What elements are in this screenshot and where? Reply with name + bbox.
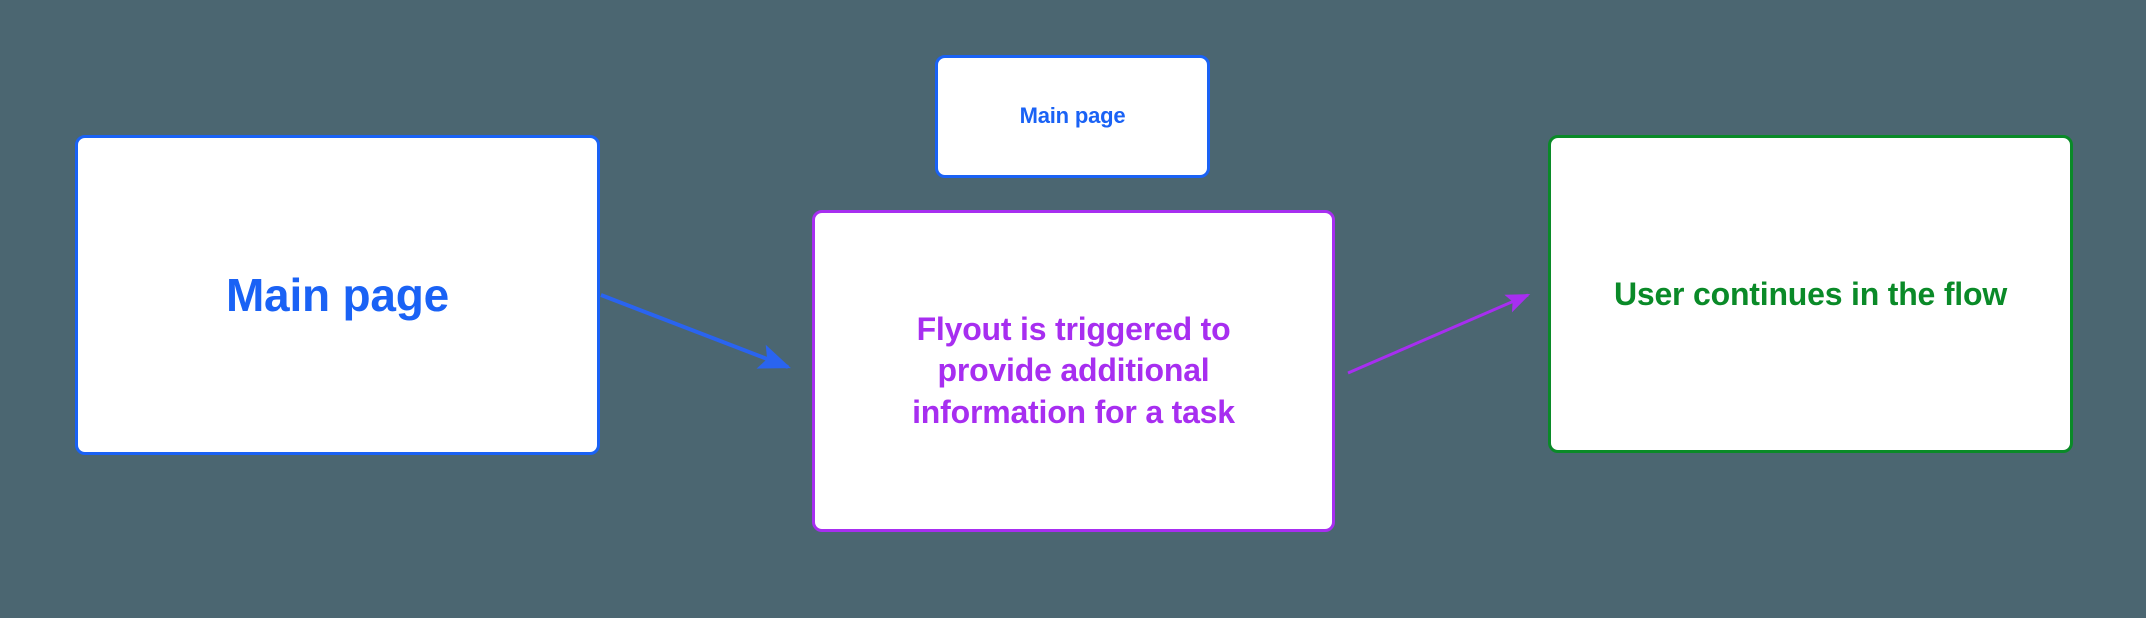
- node-main-page-large-label: Main page: [225, 268, 450, 321]
- node-main-page-large[interactable]: Main page: [75, 135, 600, 455]
- node-main-page-small-label: Main page: [1019, 103, 1126, 129]
- node-user-continues[interactable]: User continues in the flow: [1548, 135, 2073, 453]
- node-main-page-small[interactable]: Main page: [935, 55, 1210, 178]
- arrow-flyout-to-user-continues: [1347, 293, 1531, 375]
- arrow-main-page-to-flyout: [600, 293, 791, 369]
- node-flyout-label: Flyout is triggered to provide additiona…: [912, 310, 1235, 430]
- node-flyout[interactable]: Flyout is triggered to provide additiona…: [812, 210, 1335, 532]
- node-user-continues-label: User continues in the flow: [1613, 275, 2008, 312]
